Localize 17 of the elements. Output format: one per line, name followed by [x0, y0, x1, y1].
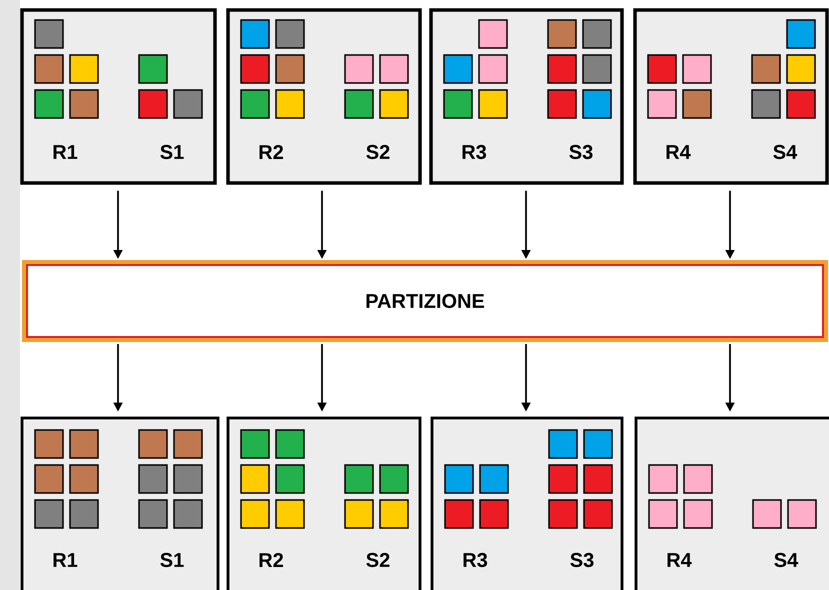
set-label: R4: [668, 553, 692, 567]
set-label: S4: [774, 552, 798, 568]
set-label: S1: [160, 552, 184, 568]
set-label: S4: [773, 144, 798, 160]
set-label: S1: [160, 144, 184, 160]
set-label: R1: [54, 145, 78, 159]
set-label: S3: [569, 144, 593, 160]
set-label: R2: [260, 553, 283, 567]
set-label: S2: [366, 552, 390, 568]
process-box: PARTIZIONE: [22, 260, 828, 342]
set-label: S3: [570, 552, 594, 568]
set-label: S2: [366, 144, 390, 160]
set-label: R4: [666, 145, 691, 159]
set-label: R2: [260, 145, 283, 159]
set-label: R3: [464, 552, 488, 568]
set-label: R1: [54, 553, 78, 567]
set-label: R3: [462, 144, 486, 160]
